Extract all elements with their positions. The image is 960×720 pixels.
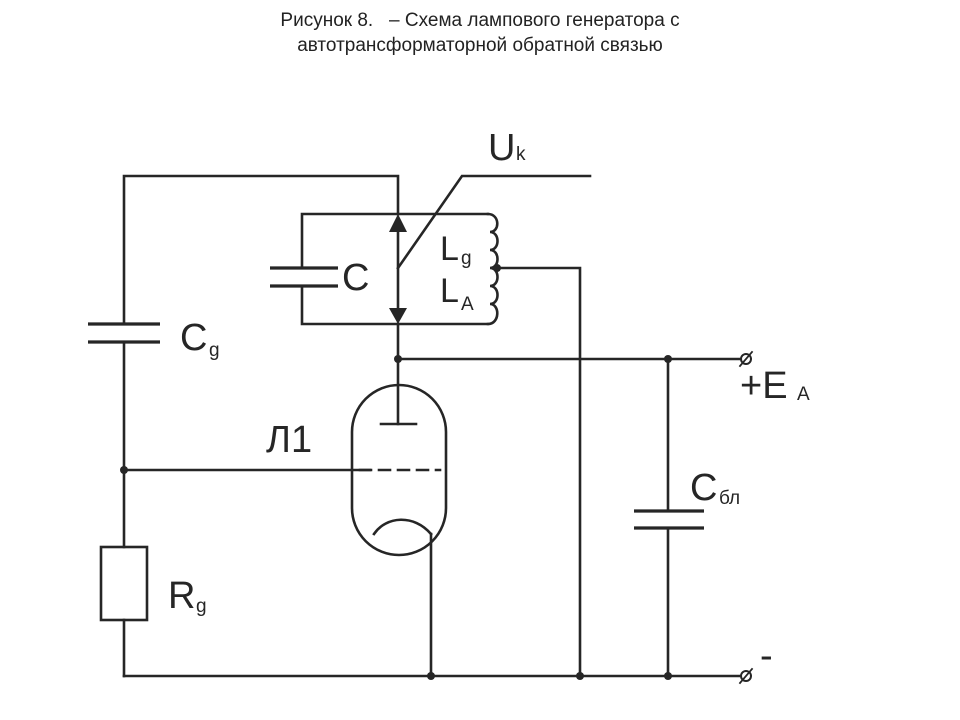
terminal-minus	[740, 670, 752, 682]
wires	[122, 174, 742, 678]
junctions	[120, 264, 672, 680]
arrow-down-icon	[389, 308, 407, 324]
figure-caption: Рисунок 8. – Схема лампового генератора …	[0, 8, 960, 58]
wire-top	[122, 174, 400, 326]
uk-leader-line	[396, 174, 592, 270]
resistor-rg	[99, 545, 149, 622]
junction-cbl-ground	[664, 672, 672, 680]
capacitor-c	[270, 266, 338, 288]
terminals	[738, 350, 754, 685]
wire-coil-tap	[495, 266, 582, 678]
label-lg-sub: g	[461, 248, 472, 269]
junction-grid-node	[120, 466, 128, 474]
arrow-up-icon	[389, 214, 407, 232]
uk-leader	[396, 174, 592, 270]
tube-envelope	[350, 383, 448, 557]
label-rg-main: R	[168, 575, 195, 617]
label-cbl-main: C	[690, 467, 717, 509]
label-uk-main: U	[488, 127, 515, 169]
junction-coil-tap	[493, 264, 501, 272]
labels: U k C L g L A C g +E A Л1 C бл R g -	[168, 127, 810, 677]
wire-tank-top	[300, 212, 400, 270]
label-rg-sub: g	[196, 596, 207, 617]
inductor-coil	[486, 212, 499, 326]
capacitor-cg	[88, 322, 160, 344]
label-cbl-sub: бл	[719, 488, 740, 509]
junction-cbl-top	[664, 355, 672, 363]
tube-cathode	[372, 518, 433, 536]
vacuum-tube	[350, 383, 448, 557]
label-la-main: L	[440, 272, 459, 310]
junction-cathode-ground	[427, 672, 435, 680]
terminal-plus-ea-slash	[738, 350, 754, 368]
terminal-minus-slash	[738, 667, 754, 685]
label-uk-sub: k	[516, 144, 526, 165]
label-c: C	[342, 257, 369, 299]
label-l1: Л1	[266, 419, 312, 461]
junction-tap-ground	[576, 672, 584, 680]
label-la-sub: A	[461, 294, 474, 315]
label-minus: -	[760, 635, 773, 677]
capacitor-cbl	[634, 509, 704, 530]
caption-line-1: Рисунок 8. – Схема лампового генератора …	[280, 10, 680, 31]
wire-tank-bottom	[300, 284, 400, 326]
label-ea-main: +E	[740, 365, 788, 407]
label-cg-main: C	[180, 317, 207, 359]
label-cg-sub: g	[209, 340, 220, 361]
terminal-plus-ea	[740, 353, 752, 365]
junction-plate-node	[394, 355, 402, 363]
label-lg-main: L	[440, 230, 459, 268]
caption-line-2: автотрансформаторной обратной связью	[297, 35, 663, 56]
label-ea-sub: A	[797, 384, 810, 405]
